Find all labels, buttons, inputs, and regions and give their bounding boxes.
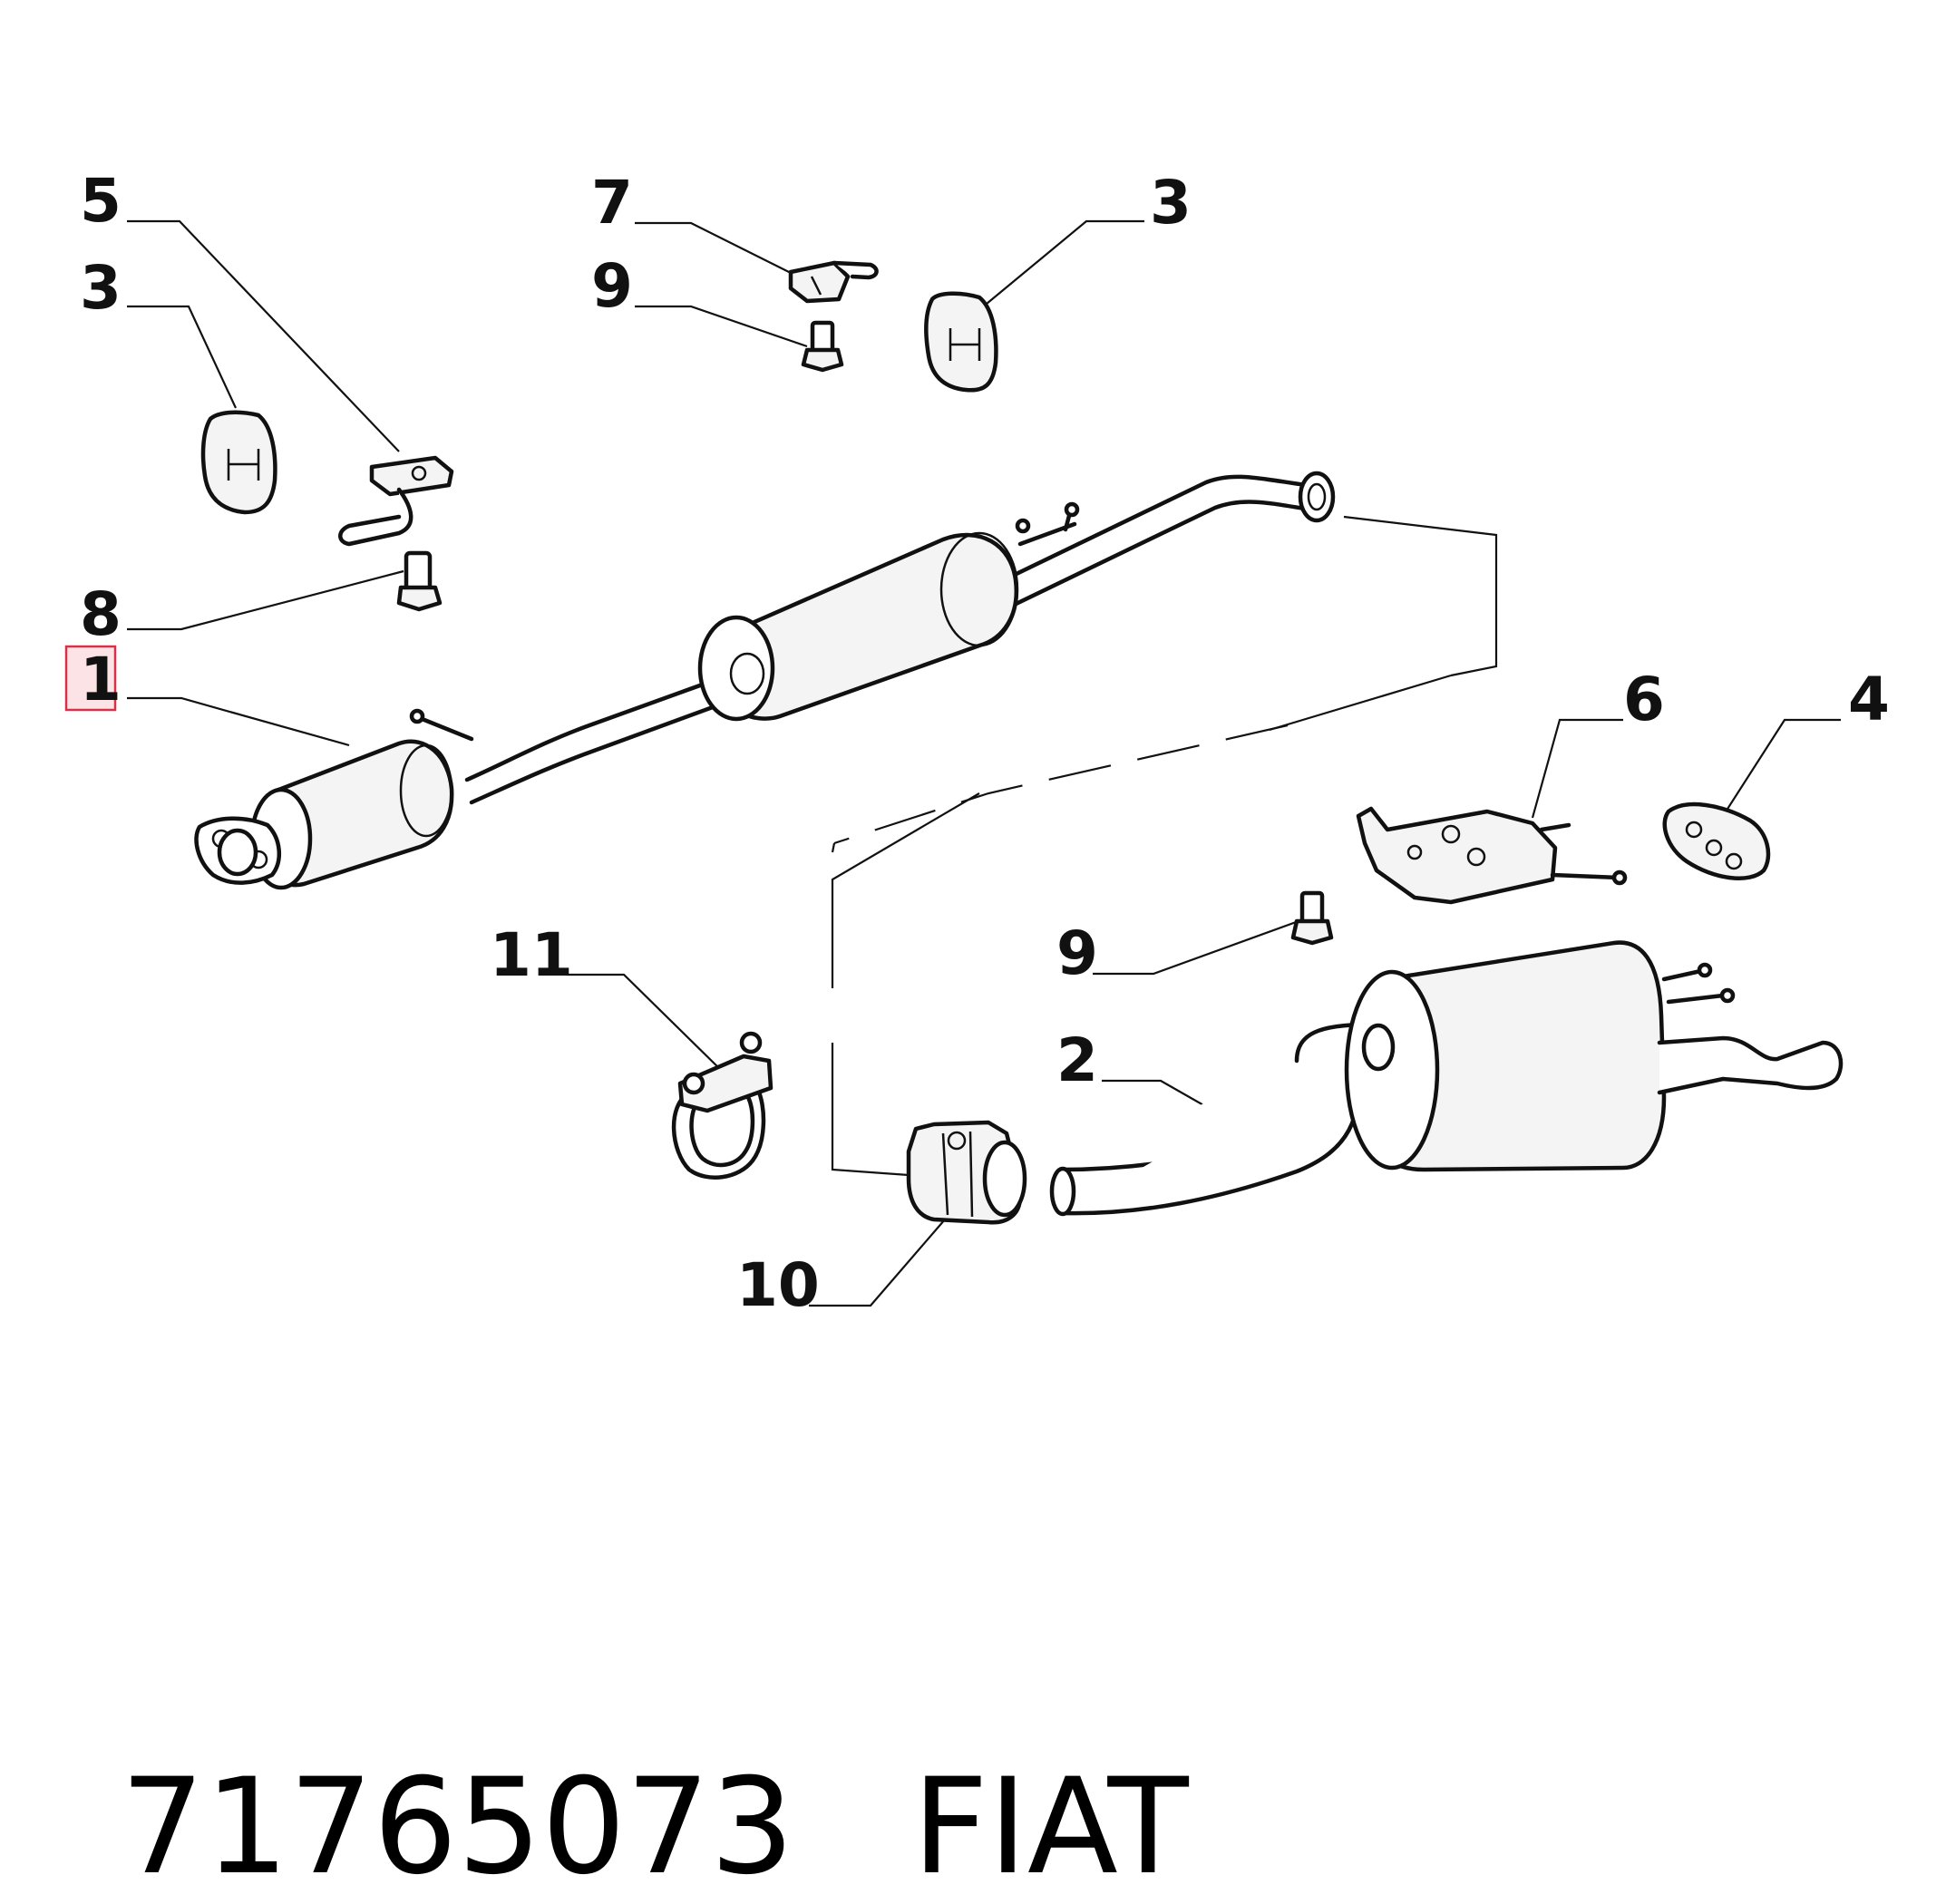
callout-2[interactable]: 2: [1056, 1025, 1098, 1095]
part-5-hanger-bracket: [338, 455, 454, 547]
part-9-bolt-top: [801, 320, 844, 373]
callout-labels: 5 3 8 1 7 9 3 6 4 9 2 11 10: [64, 166, 1890, 1320]
part-11-u-clamp: [671, 1031, 774, 1180]
leader-lines: [127, 219, 1841, 1307]
part-3-rubber-mount-left: [200, 410, 277, 515]
callout-8[interactable]: 8: [80, 579, 122, 649]
callout-5[interactable]: 5: [80, 166, 122, 236]
part-3-rubber-mount-right: [924, 291, 998, 393]
part-4-mount-plate: [1662, 801, 1771, 880]
callout-9-top[interactable]: 9: [591, 251, 633, 321]
callout-11[interactable]: 11: [490, 920, 573, 990]
part-6-bracket: [1356, 806, 1628, 905]
part-7-clip-bracket: [788, 260, 879, 304]
callout-4[interactable]: 4: [1848, 665, 1890, 734]
part-caption: 71765073 FIAT: [36, 1596, 1922, 1904]
exhaust-parts-diagram: 5 3 8 1 7 9 3 6 4 9 2 11 10: [64, 166, 1890, 1320]
callout-3-right[interactable]: 3: [1150, 168, 1192, 238]
callout-7[interactable]: 7: [591, 168, 633, 238]
part-10-sleeve-clamp: [906, 1120, 1027, 1225]
callout-1-highlight: [64, 645, 117, 712]
callout-10[interactable]: 10: [736, 1250, 820, 1320]
part-2-rear-silencer: [1049, 940, 1844, 1217]
callout-1[interactable]: 1: [80, 645, 122, 714]
callout-9-bottom[interactable]: 9: [1056, 918, 1098, 988]
part-number: 71765073: [120, 1750, 794, 1904]
brand-name: FIAT: [911, 1750, 1189, 1904]
callout-3-left[interactable]: 3: [80, 253, 122, 323]
part-9-bolt-bottom: [1290, 890, 1334, 946]
part-8-bolt: [396, 550, 443, 612]
callout-6[interactable]: 6: [1623, 665, 1665, 734]
part-1-front-pipe-assembly: [194, 471, 1336, 890]
